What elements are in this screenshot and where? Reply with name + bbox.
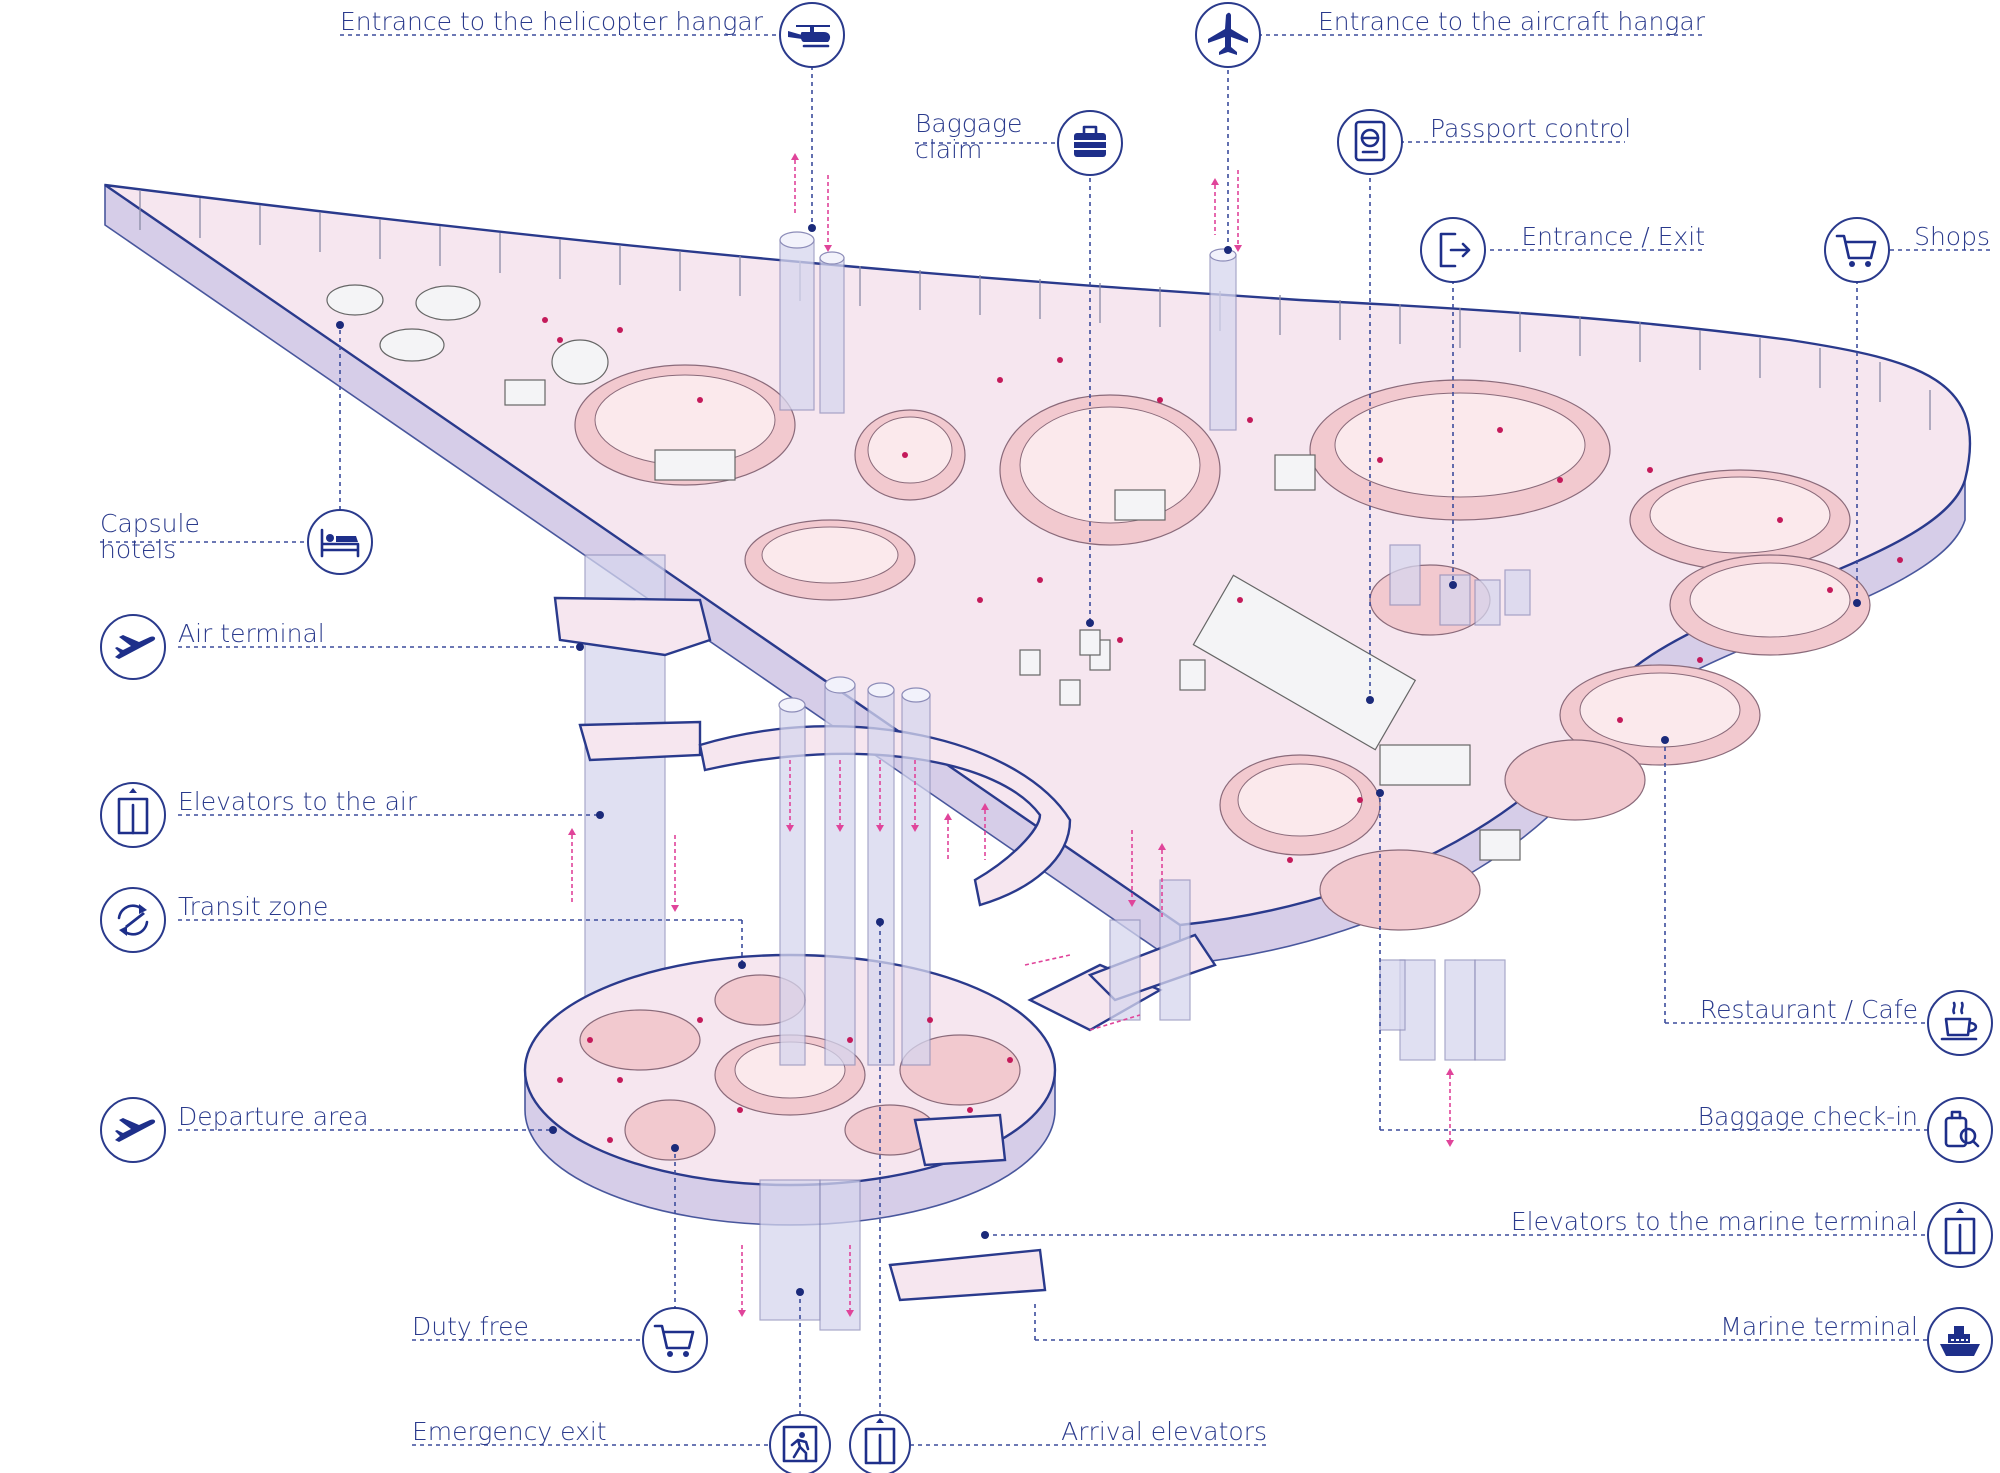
air-terminal-block <box>553 554 712 1016</box>
label-elevators-marine: Elevators to the marine terminal <box>1511 1207 1918 1236</box>
label-arrival-elevators: Arrival elevators <box>1061 1417 1267 1446</box>
bed-icon <box>307 509 373 575</box>
label-capsule-hotels-line2: hotels <box>100 535 176 564</box>
label-entrance-exit: Entrance / Exit <box>1521 222 1705 251</box>
label-marine-terminal: Marine terminal <box>1720 1312 1918 1341</box>
label-air-terminal: Air terminal <box>178 619 325 648</box>
shopping-cart-icon <box>642 1307 708 1373</box>
flow-arrows <box>568 153 1454 1317</box>
label-elevators-air: Elevators to the air <box>178 787 418 816</box>
elevator-icon <box>100 782 166 848</box>
label-baggage-claim-line1: Baggage <box>915 109 1022 138</box>
suitcase-icon <box>1057 110 1123 176</box>
elevator-icon <box>849 1414 911 1473</box>
leader-lines <box>100 34 1990 1446</box>
label-passport-control: Passport control <box>1430 114 1631 143</box>
ship-icon <box>1927 1307 1993 1373</box>
spiral-walls <box>574 364 1871 931</box>
label-capsule-hotels-line1: Capsule <box>100 509 200 538</box>
elevator-icon <box>1927 1202 1993 1268</box>
emergency-exit-icon <box>769 1414 831 1473</box>
label-restaurant-cafe: Restaurant / Cafe <box>1700 995 1918 1024</box>
label-aircraft-hangar: Entrance to the aircraft hangar <box>1318 7 1706 36</box>
label-baggage-checkin: Baggage check-in <box>1698 1102 1918 1131</box>
label-emergency-exit: Emergency exit <box>412 1417 607 1446</box>
helicopter-icon <box>779 2 845 68</box>
departure-plane-icon <box>100 1097 166 1163</box>
coffee-cup-icon <box>1927 990 1993 1056</box>
upper-shafts <box>779 231 1531 626</box>
shopping-cart-icon <box>1824 217 1890 283</box>
label-helicopter-hangar: Entrance to the helicopter hangar <box>340 7 764 36</box>
label-duty-free: Duty free <box>412 1312 529 1341</box>
capsule-hotel-pods <box>326 284 1521 861</box>
airplane-icon <box>1195 2 1261 68</box>
transit-icon <box>100 887 166 953</box>
passport-icon <box>1337 109 1403 175</box>
luggage-check-icon <box>1927 1097 1993 1163</box>
label-transit-zone: Transit zone <box>178 892 328 921</box>
exit-icon <box>1420 217 1486 283</box>
lower-platform <box>523 676 1506 1331</box>
departure-plane-icon <box>100 614 166 680</box>
people-markers <box>542 317 1903 863</box>
label-departure-area: Departure area <box>178 1102 369 1131</box>
label-baggage-claim-line2: claim <box>915 135 982 164</box>
label-shops: Shops <box>1914 222 1990 251</box>
